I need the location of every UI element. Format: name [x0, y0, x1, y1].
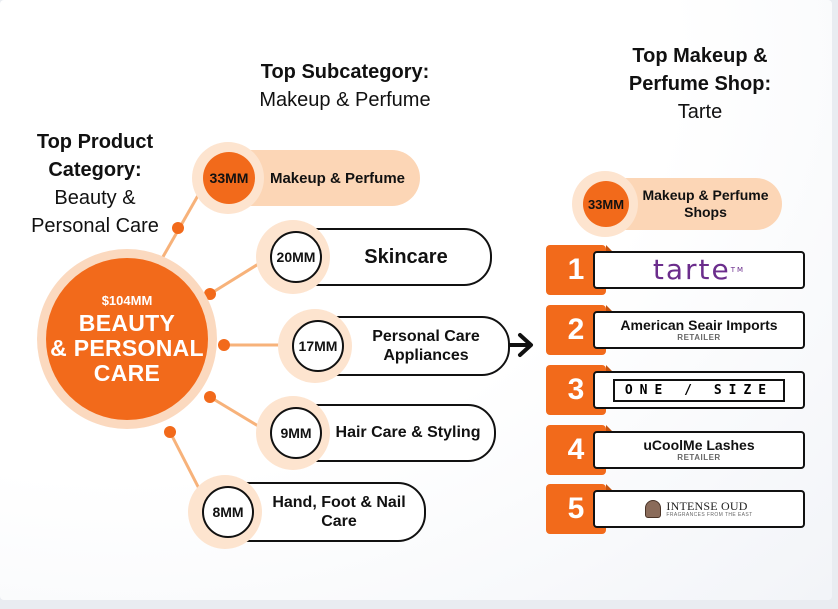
subcategory-amount: 33MM — [203, 152, 255, 204]
arrow-right-icon — [508, 333, 533, 357]
shop-card-one-size: ONE / SIZE — [593, 371, 805, 409]
tarte-logo: tarteTM — [652, 253, 746, 286]
shop-name: uCoolMe Lashes — [643, 437, 755, 453]
subcategory-value: Makeup & Perfume — [259, 89, 431, 111]
shop-tag: FRAGRANCES FROM THE EAST — [666, 512, 753, 518]
main-category-label: BEAUTY & PERSONAL CARE — [50, 309, 204, 386]
shop-card-american-seair: American Seair Imports RETAILER — [593, 311, 805, 349]
intense-oud-logo: INTENSE OUD FRAGRANCES FROM THE EAST — [645, 500, 752, 518]
subcategory-node-makeup: 33MM Makeup & Perfume — [192, 142, 420, 214]
subcategory-title: Top Subcategory: — [260, 61, 430, 83]
shops-header-node: 33MM Makeup & Perfume Shops — [572, 171, 782, 237]
subcategory-node-haircare: 9MM Hair Care & Styling — [256, 396, 496, 470]
shop-card-intense-oud: INTENSE OUD FRAGRANCES FROM THE EAST — [593, 490, 805, 528]
connector-dot-2 — [204, 288, 216, 300]
subcategory-amount: 9MM — [270, 407, 322, 459]
connector-lines — [158, 177, 533, 511]
subcategory-amount: 17MM — [292, 320, 344, 372]
subcategory-label: Hand, Foot & Nail Care — [272, 494, 406, 530]
shops-header-amount: 33MM — [583, 181, 629, 227]
subcategory-amount: 8MM — [202, 486, 254, 538]
subcategory-header: Top Subcategory: Makeup & Perfume — [240, 58, 450, 114]
subcategory-node-appliances: 17MM Personal Care Appliances — [278, 309, 510, 383]
subcategory-label: Skincare — [364, 245, 448, 268]
subcategory-label: Personal Care Appliances — [372, 328, 480, 364]
shop-card-tarte: tarteTM — [593, 251, 805, 289]
subcategory-node-nailcare: 8MM Hand, Foot & Nail Care — [188, 475, 426, 549]
shop-title: Top Makeup & Perfume Shop: — [628, 45, 772, 95]
shop-name: INTENSE OUD — [666, 499, 748, 513]
shop-name: tarte — [652, 253, 731, 286]
connector-dot-4 — [204, 391, 216, 403]
oud-bottle-icon — [645, 500, 662, 518]
main-category-label-line1: BEAUTY — [78, 309, 176, 336]
connector-dot-1 — [172, 222, 184, 234]
onesize-logo: ONE / SIZE — [612, 378, 786, 402]
shop-value: Tarte — [677, 101, 723, 123]
shop-tag: RETAILER — [677, 333, 721, 342]
shop-card-ucoolme: uCoolMe Lashes RETAILER — [593, 431, 805, 469]
shops-header-label: Makeup & Perfume Shops — [642, 187, 769, 220]
subcategory-amount: 20MM — [270, 231, 322, 283]
category-title: Top Product Category: — [36, 131, 154, 181]
category-header: Top Product Category: Beauty & Personal … — [16, 128, 174, 240]
main-category-label-line3: CARE — [93, 359, 161, 386]
shop-tag: RETAILER — [677, 453, 721, 462]
main-category-circle: $104MM BEAUTY & PERSONAL CARE — [46, 258, 208, 420]
subcategory-node-skincare: 20MM Skincare — [256, 220, 492, 294]
main-category-amount: $104MM — [101, 292, 153, 308]
shop-header: Top Makeup & Perfume Shop: Tarte — [610, 42, 790, 126]
main-category-label-line2: & PERSONAL — [50, 334, 204, 361]
subcategory-label: Makeup & Perfume — [269, 169, 406, 187]
subcategory-label: Hair Care & Styling — [335, 424, 481, 441]
infographic-canvas: Top Product Category: Beauty & Personal … — [0, 0, 832, 600]
connector-dot-3 — [218, 339, 230, 351]
category-value: Beauty & Personal Care — [31, 187, 159, 237]
connector-dot-5 — [164, 426, 176, 438]
shop-name: American Seair Imports — [620, 317, 778, 333]
